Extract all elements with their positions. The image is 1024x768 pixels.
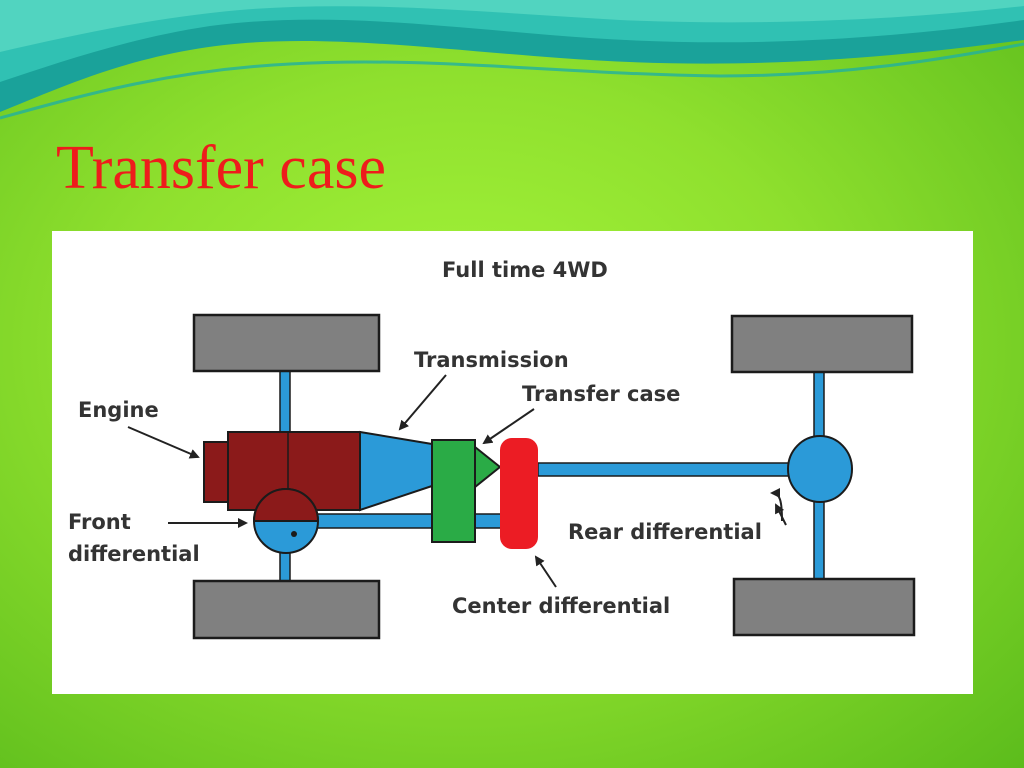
rear-left-wheel xyxy=(730,314,914,374)
engine-front-block xyxy=(203,441,229,503)
label-center-differential: Center differential xyxy=(452,594,670,618)
arrow-transfer-case xyxy=(482,408,535,445)
front-differential-center-dot xyxy=(291,531,297,537)
label-front-differential-line1: Front xyxy=(68,510,131,534)
transfer-case-output-cone xyxy=(474,444,502,490)
label-transfer-case: Transfer case xyxy=(522,382,680,406)
rear-right-wheel xyxy=(732,577,916,637)
front-differential-upper-half xyxy=(252,488,320,522)
transfer-case-block xyxy=(431,439,476,543)
drivetrain-diagram: Full time 4WD Engine Transmission xyxy=(68,258,916,640)
slide-title: Transfer case xyxy=(56,134,386,202)
front-right-wheel xyxy=(192,579,381,640)
label-transmission: Transmission xyxy=(414,348,569,372)
diagram-heading: Full time 4WD xyxy=(442,258,608,282)
label-engine: Engine xyxy=(78,398,159,422)
front-left-wheel xyxy=(192,313,381,373)
arrow-engine xyxy=(127,426,200,459)
top-wave-decoration xyxy=(0,0,1024,120)
diagram-panel: Full time 4WD Engine Transmission xyxy=(52,231,973,694)
rear-drive-shaft xyxy=(537,462,795,477)
label-rear-differential: Rear differential xyxy=(568,520,762,544)
arrow-transmission xyxy=(398,374,447,431)
arrow-center-differential xyxy=(534,555,557,588)
arrow-rear-differential-curve xyxy=(770,488,783,522)
rear-differential xyxy=(787,435,853,503)
label-front-differential-line2: differential xyxy=(68,542,200,566)
center-differential xyxy=(500,438,538,549)
transmission-housing xyxy=(359,430,433,512)
